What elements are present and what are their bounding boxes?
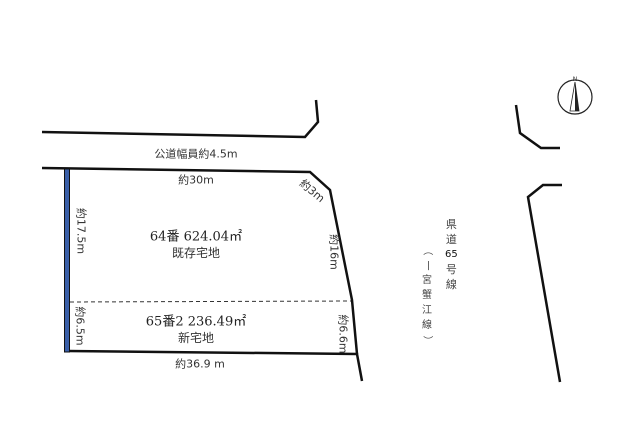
north-arrow-icon [557,79,593,115]
road-alias-char: ） [421,335,433,346]
road-name-char: 65 [445,249,458,260]
lot-65-type: 新宅地 [177,331,215,345]
prefectural-road-edge-upper [514,104,560,150]
lot-64-type: 既存宅地 [171,246,221,260]
lot-65-number-area: 65番2 236.49㎡ [145,314,247,330]
dim-left-lower: 約6.5m [73,306,87,346]
prefectural-road-edge-lower [526,183,562,383]
prefectural-road-alias: （ 一 宮 蟹 江 線 ） [421,243,433,348]
road-alias-char: （ [421,245,433,256]
dim-right-upper: 約16m [327,234,341,270]
road-alias-char: 線 [422,320,432,331]
dim-bottom: 約36.9 m [175,357,225,371]
public-road-edge [41,99,320,139]
road-name-char: 号 [445,263,457,276]
compass-north-label: N [572,76,578,83]
lot-divider-dashed [69,300,352,303]
road-alias-char: 宮 [422,275,432,286]
road-alias-char: 一 [421,260,433,271]
road-width-label: 公道幅員約4.5m [154,147,238,161]
prefectural-road-name: 県 道 65 号 線 [445,217,458,292]
lot-boundary-upper [41,166,359,355]
lot-boundary-bottom [67,349,364,382]
road-name-char: 道 [445,233,457,246]
road-alias-char: 江 [422,305,432,316]
road-alias-char: 蟹 [422,290,432,301]
dim-left-upper: 約17.5m [74,207,88,255]
dim-top: 約30m [178,173,214,187]
lot-64-number-area: 64番 624.04㎡ [149,229,243,245]
dim-right-lower: 約6.6m [336,314,350,354]
road-name-char: 県 [445,218,457,231]
boundary-accent-bar [64,168,70,353]
road-name-char: 線 [445,278,457,291]
